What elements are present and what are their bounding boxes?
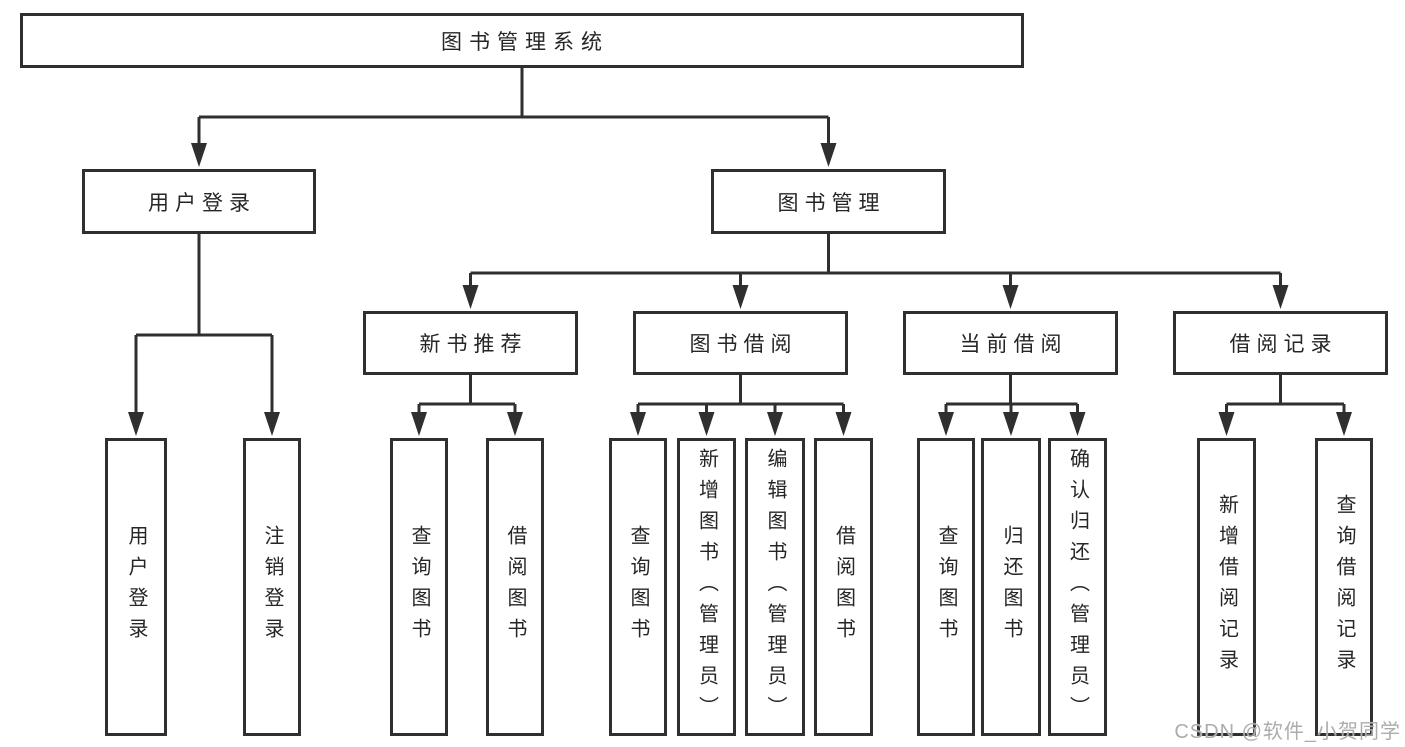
- node-book-management-label: 图书管理: [777, 191, 886, 215]
- leaf-return-book-label: 归还图书: [1000, 525, 1022, 649]
- leaf-borrow-book-2: 借阅图书: [814, 438, 873, 736]
- node-borrow-record-label: 借阅记录: [1229, 333, 1338, 356]
- node-current-borrow: 当前借阅: [903, 311, 1118, 375]
- leaf-borrow-book-1: 借阅图书: [486, 438, 544, 736]
- leaf-logout-label: 注销登录: [261, 525, 283, 649]
- leaf-query-borrow-record: 查询借阅记录: [1315, 438, 1373, 736]
- leaf-confirm-return-admin-label: 确认归还（管理员）: [1066, 447, 1089, 727]
- leaf-borrow-book-1-label: 借阅图书: [504, 525, 526, 649]
- node-new-book-recommend: 新书推荐: [363, 311, 578, 375]
- leaf-edit-book-admin-label: 编辑图书（管理员）: [764, 447, 786, 727]
- leaf-query-book-1: 查询图书: [390, 438, 448, 736]
- node-root: 图书管理系统: [20, 13, 1024, 68]
- leaf-query-borrow-record-label: 查询借阅记录: [1333, 494, 1355, 680]
- leaf-query-book-3-label: 查询图书: [935, 525, 957, 649]
- leaf-logout: 注销登录: [243, 438, 301, 736]
- leaf-user-login: 用户登录: [105, 438, 167, 736]
- node-borrow-record: 借阅记录: [1173, 311, 1388, 375]
- node-book-management: 图书管理: [711, 169, 946, 234]
- leaf-confirm-return-admin: 确认归还（管理员）: [1048, 438, 1107, 736]
- leaf-add-borrow-record-label: 新增借阅记录: [1215, 494, 1238, 680]
- leaf-add-book-admin-label: 新增图书（管理员）: [695, 447, 718, 727]
- leaf-query-book-3: 查询图书: [917, 438, 975, 736]
- leaf-query-book-2: 查询图书: [609, 438, 667, 736]
- leaf-user-login-label: 用户登录: [125, 525, 147, 649]
- csdn-watermark: CSDN @软件_小贺同学: [1174, 721, 1401, 743]
- node-user-login: 用户登录: [82, 169, 316, 234]
- node-new-book-recommend-label: 新书推荐: [419, 333, 528, 356]
- node-user-login-label: 用户登录: [148, 191, 256, 215]
- leaf-borrow-book-2-label: 借阅图书: [832, 525, 855, 649]
- leaf-query-book-1-label: 查询图书: [408, 525, 430, 649]
- node-book-borrow: 图书借阅: [633, 311, 848, 375]
- node-root-label: 图书管理系统: [441, 30, 609, 54]
- node-book-borrow-label: 图书借阅: [689, 333, 798, 356]
- leaf-add-book-admin: 新增图书（管理员）: [677, 438, 736, 736]
- leaf-add-borrow-record: 新增借阅记录: [1197, 438, 1256, 736]
- leaf-return-book: 归还图书: [981, 438, 1041, 736]
- leaf-edit-book-admin: 编辑图书（管理员）: [745, 438, 805, 736]
- node-current-borrow-label: 当前借阅: [959, 333, 1068, 356]
- leaf-query-book-2-label: 查询图书: [627, 525, 649, 649]
